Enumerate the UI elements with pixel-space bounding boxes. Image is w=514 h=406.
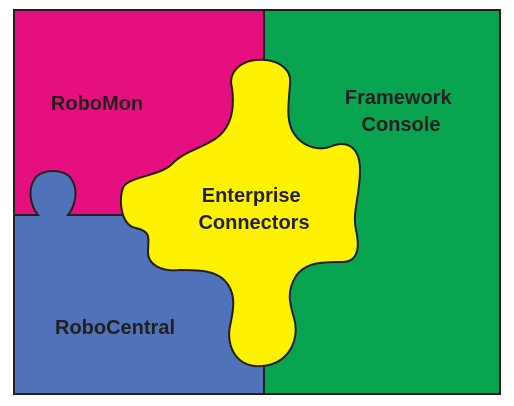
label-framework-console: Framework Console <box>345 87 457 136</box>
label-enterprise-connectors: Enterprise Connectors <box>198 185 309 234</box>
piece-enterprise-connectors <box>119 58 362 368</box>
label-robocentral: RoboCentral <box>55 317 175 339</box>
label-robomon: RoboMon <box>51 93 143 115</box>
